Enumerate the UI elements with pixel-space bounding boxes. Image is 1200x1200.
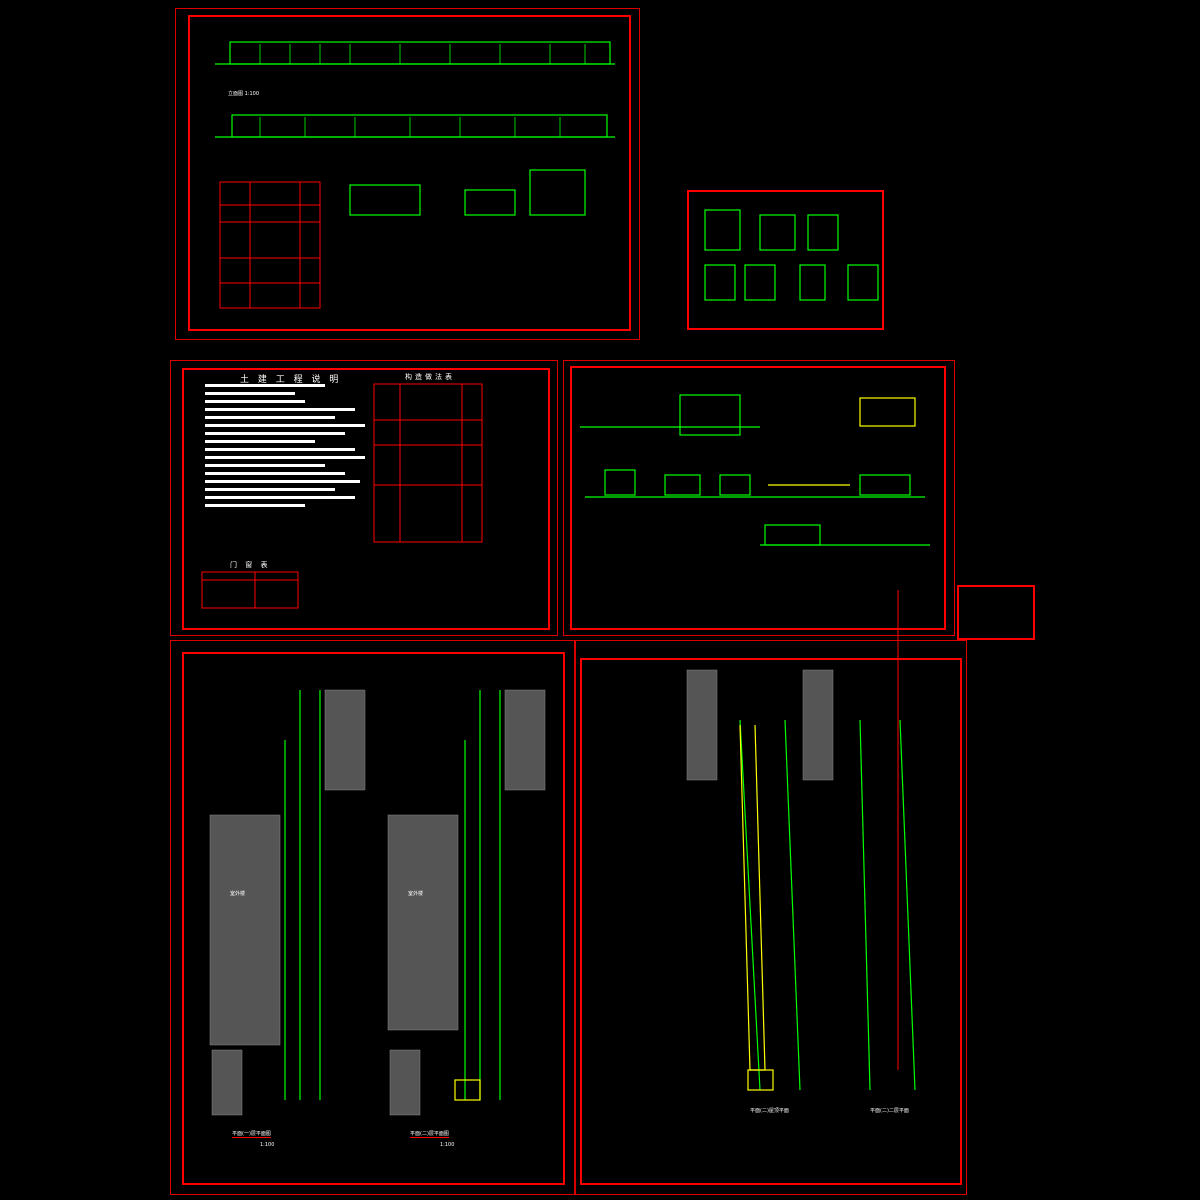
sheet-details-small (687, 190, 884, 330)
plan-2-scale: 1:100 (440, 1142, 455, 1148)
sheet-notes (170, 360, 558, 636)
plan-1-scale: 1:100 (260, 1142, 275, 1148)
sheet-notes-border (182, 368, 550, 630)
note-text-lines (205, 384, 365, 507)
room-label-b: 室外楼 (408, 891, 424, 897)
materials-table-title: 构造做法表 (405, 373, 455, 381)
plan-2-label: 平面(二)层平面图 (410, 1131, 449, 1138)
sheet-plans-right (575, 640, 967, 1195)
sheet-elevations-border (188, 15, 631, 331)
sheet-plans-left (170, 640, 575, 1195)
sheet-plans-left-border (182, 652, 565, 1185)
plan-1-label: 平面(一)层平面图 (232, 1131, 271, 1138)
sheet-plans-right-border (580, 658, 962, 1185)
plan-4-label: 平面(二)二层平面 (870, 1108, 909, 1114)
room-label-a: 室外楼 (230, 891, 246, 897)
door-window-table-title: 门 窗 表 (230, 561, 271, 569)
sheet-sections-border (570, 366, 946, 630)
elevation-lines (215, 41, 930, 1100)
general-notes-title: 土 建 工 程 说 明 (240, 375, 342, 385)
sheet-elevations (175, 8, 640, 340)
sheet-sections (563, 360, 955, 636)
highlight-lines (454, 397, 916, 1101)
sheet-tiny (957, 585, 1035, 640)
hatched-walls (209, 669, 834, 1116)
tables (201, 181, 899, 1070)
plan-3-label: 平面(二)屋顶平面 (750, 1108, 789, 1114)
elevation-label: 立面图 1:100 (228, 91, 259, 97)
